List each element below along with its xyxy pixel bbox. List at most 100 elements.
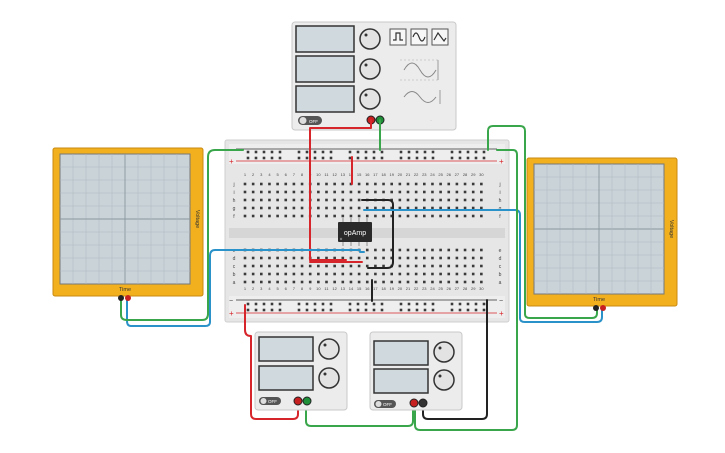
rail-hole[interactable] xyxy=(415,302,419,306)
breadboard-hole[interactable] xyxy=(317,256,320,260)
rail-hole[interactable] xyxy=(380,302,384,306)
rail-hole[interactable] xyxy=(380,156,384,160)
breadboard-hole[interactable] xyxy=(431,256,434,260)
rail-hole[interactable] xyxy=(297,302,301,306)
rail-hole[interactable] xyxy=(329,308,333,312)
breadboard-hole[interactable] xyxy=(390,280,393,284)
breadboard-hole[interactable] xyxy=(471,182,475,186)
breadboard-hole[interactable] xyxy=(268,280,271,284)
breadboard-hole[interactable] xyxy=(414,256,418,260)
oscilloscope-left[interactable]: Voltage Time xyxy=(52,147,204,301)
breadboard-hole[interactable] xyxy=(447,182,451,186)
breadboard-hole[interactable] xyxy=(431,198,434,202)
breadboard-hole[interactable] xyxy=(284,206,288,210)
breadboard-hole[interactable] xyxy=(463,280,467,284)
breadboard-hole[interactable] xyxy=(382,206,385,210)
psu-left-voltage-knob[interactable] xyxy=(318,338,340,360)
breadboard-hole[interactable] xyxy=(300,198,304,202)
square-wave-button[interactable] xyxy=(389,28,407,46)
breadboard-hole[interactable] xyxy=(341,198,345,202)
breadboard-hole[interactable] xyxy=(406,248,410,252)
breadboard-hole[interactable] xyxy=(423,182,426,186)
breadboard-hole[interactable] xyxy=(406,280,410,284)
breadboard-hole[interactable] xyxy=(292,198,296,202)
breadboard-hole[interactable] xyxy=(276,206,279,210)
breadboard-hole[interactable] xyxy=(390,190,393,194)
rail-hole[interactable] xyxy=(474,156,478,160)
breadboard-hole[interactable] xyxy=(243,182,247,186)
breadboard-hole[interactable] xyxy=(333,280,336,284)
breadboard-hole[interactable] xyxy=(455,198,459,202)
breadboard-hole[interactable] xyxy=(455,214,459,218)
rail-hole[interactable] xyxy=(356,150,360,154)
rail-hole[interactable] xyxy=(297,308,301,312)
breadboard-hole[interactable] xyxy=(365,182,369,186)
rail-hole[interactable] xyxy=(254,150,258,154)
breadboard-hole[interactable] xyxy=(292,206,296,210)
breadboard-hole[interactable] xyxy=(414,190,418,194)
breadboard-hole[interactable] xyxy=(243,272,247,276)
breadboard-hole[interactable] xyxy=(390,248,393,252)
breadboard-hole[interactable] xyxy=(447,248,451,252)
breadboard-hole[interactable] xyxy=(447,256,451,260)
rail-hole[interactable] xyxy=(329,302,333,306)
breadboard-hole[interactable] xyxy=(414,206,418,210)
breadboard-hole[interactable] xyxy=(365,272,369,276)
breadboard-hole[interactable] xyxy=(374,280,377,284)
rail-hole[interactable] xyxy=(423,150,427,154)
breadboard-hole[interactable] xyxy=(260,264,263,268)
breadboard-hole[interactable] xyxy=(382,264,385,268)
breadboard-hole[interactable] xyxy=(398,264,402,268)
breadboard-hole[interactable] xyxy=(414,214,418,218)
breadboard-hole[interactable] xyxy=(423,256,426,260)
breadboard-hole[interactable] xyxy=(341,272,345,276)
breadboard-hole[interactable] xyxy=(357,206,361,210)
breadboard-hole[interactable] xyxy=(300,206,304,210)
breadboard-hole[interactable] xyxy=(268,214,271,218)
breadboard-hole[interactable] xyxy=(406,190,410,194)
breadboard-hole[interactable] xyxy=(260,190,263,194)
breadboard-hole[interactable] xyxy=(431,264,434,268)
rail-hole[interactable] xyxy=(364,150,368,154)
breadboard-hole[interactable] xyxy=(341,214,345,218)
breadboard-hole[interactable] xyxy=(300,264,304,268)
breadboard-hole[interactable] xyxy=(317,272,320,276)
breadboard-hole[interactable] xyxy=(284,272,288,276)
breadboard-hole[interactable] xyxy=(260,214,263,218)
rail-hole[interactable] xyxy=(297,156,301,160)
breadboard-hole[interactable] xyxy=(325,198,328,202)
breadboard-hole[interactable] xyxy=(414,198,418,202)
rail-hole[interactable] xyxy=(329,156,333,160)
rail-hole[interactable] xyxy=(399,302,403,306)
breadboard-hole[interactable] xyxy=(390,206,393,210)
breadboard-hole[interactable] xyxy=(480,272,483,276)
breadboard-hole[interactable] xyxy=(325,206,328,210)
breadboard-hole[interactable] xyxy=(349,256,353,260)
breadboard-hole[interactable] xyxy=(365,214,369,218)
rail-hole[interactable] xyxy=(466,156,470,160)
breadboard-hole[interactable] xyxy=(300,182,304,186)
breadboard-hole[interactable] xyxy=(251,214,255,218)
breadboard-hole[interactable] xyxy=(284,280,288,284)
breadboard-hole[interactable] xyxy=(374,190,377,194)
breadboard-hole[interactable] xyxy=(243,190,247,194)
breadboard-hole[interactable] xyxy=(382,248,385,252)
rail-hole[interactable] xyxy=(278,308,282,312)
rail-hole[interactable] xyxy=(431,308,435,312)
breadboard-hole[interactable] xyxy=(406,214,410,218)
breadboard-hole[interactable] xyxy=(341,264,345,268)
rail-hole[interactable] xyxy=(262,302,266,306)
breadboard-hole[interactable] xyxy=(382,214,385,218)
rail-hole[interactable] xyxy=(466,150,470,154)
breadboard-hole[interactable] xyxy=(357,214,361,218)
breadboard-hole[interactable] xyxy=(260,198,263,202)
breadboard-hole[interactable] xyxy=(423,264,426,268)
rail-hole[interactable] xyxy=(270,150,274,154)
fg-power-switch[interactable]: OFF xyxy=(298,116,322,125)
breadboard-hole[interactable] xyxy=(439,272,442,276)
breadboard-hole[interactable] xyxy=(439,198,442,202)
fg-frequency-knob[interactable] xyxy=(359,28,381,50)
breadboard-hole[interactable] xyxy=(349,214,353,218)
breadboard-hole[interactable] xyxy=(471,214,475,218)
breadboard-hole[interactable] xyxy=(276,256,279,260)
